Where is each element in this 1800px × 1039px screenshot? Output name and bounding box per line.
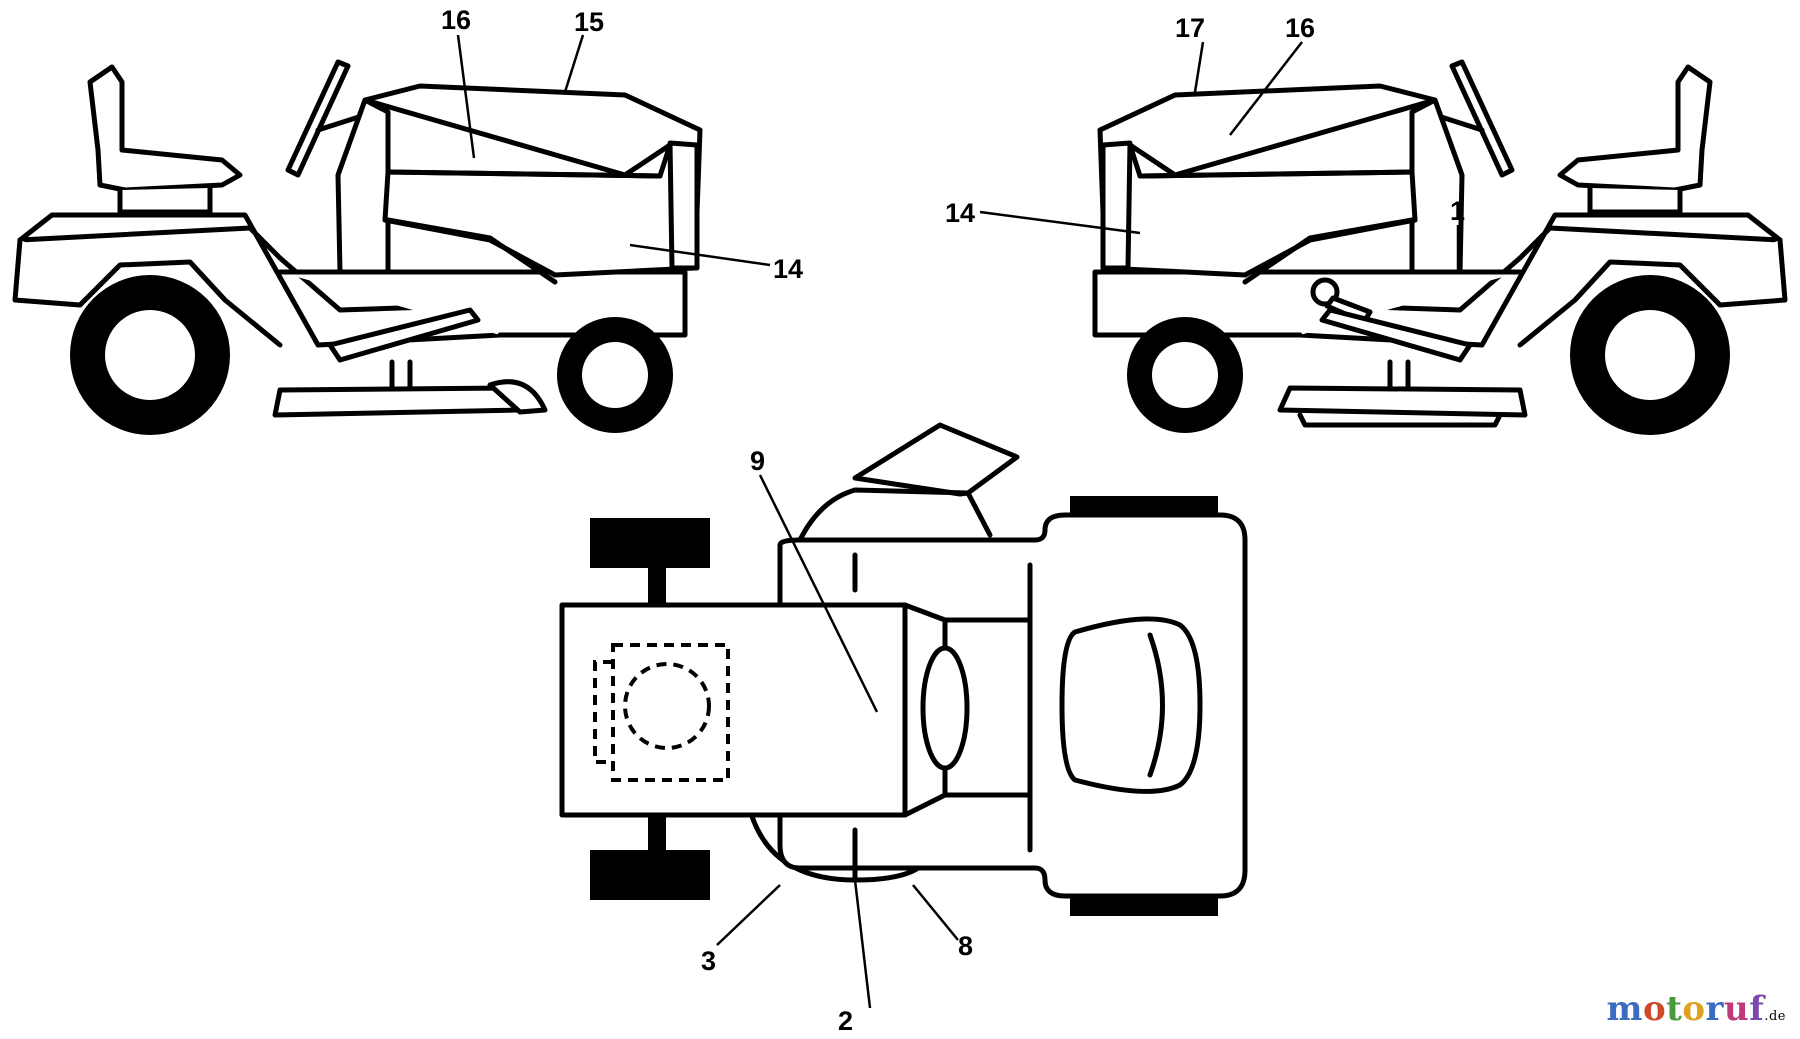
callout-9: 9 bbox=[750, 446, 765, 476]
logo-letter: o bbox=[1682, 989, 1706, 1029]
callout-16-right: 16 bbox=[1285, 13, 1315, 43]
logo-letter: t bbox=[1666, 989, 1683, 1029]
callout-labels: 16 15 14 17 16 14 1 9 3 2 8 bbox=[441, 5, 1465, 1036]
callout-14-left: 14 bbox=[773, 254, 803, 284]
callout-8: 8 bbox=[958, 931, 973, 961]
callout-16-left: 16 bbox=[441, 5, 471, 35]
motoruf-logo: motoruf.de bbox=[1606, 989, 1786, 1029]
callout-3: 3 bbox=[701, 946, 716, 976]
logo-letter: f bbox=[1749, 989, 1765, 1029]
logo-suffix: .de bbox=[1764, 1009, 1786, 1024]
logo-letter: m bbox=[1606, 989, 1643, 1029]
callout-leader-lines bbox=[456, 34, 1460, 1009]
callout-1: 1 bbox=[1450, 196, 1465, 226]
tractor-top-view bbox=[559, 422, 1248, 916]
callout-14-right: 14 bbox=[945, 198, 975, 228]
tractor-left-side-view bbox=[12, 59, 703, 435]
callout-2: 2 bbox=[838, 1006, 853, 1036]
callout-17: 17 bbox=[1175, 13, 1205, 43]
logo-letter: o bbox=[1642, 989, 1667, 1029]
logo-letter: r bbox=[1705, 989, 1724, 1029]
logo-wordmark: motoruf bbox=[1606, 989, 1764, 1029]
tractor-right-side-view bbox=[1092, 59, 1788, 435]
logo-letter: u bbox=[1723, 989, 1750, 1029]
callout-15: 15 bbox=[574, 7, 604, 37]
